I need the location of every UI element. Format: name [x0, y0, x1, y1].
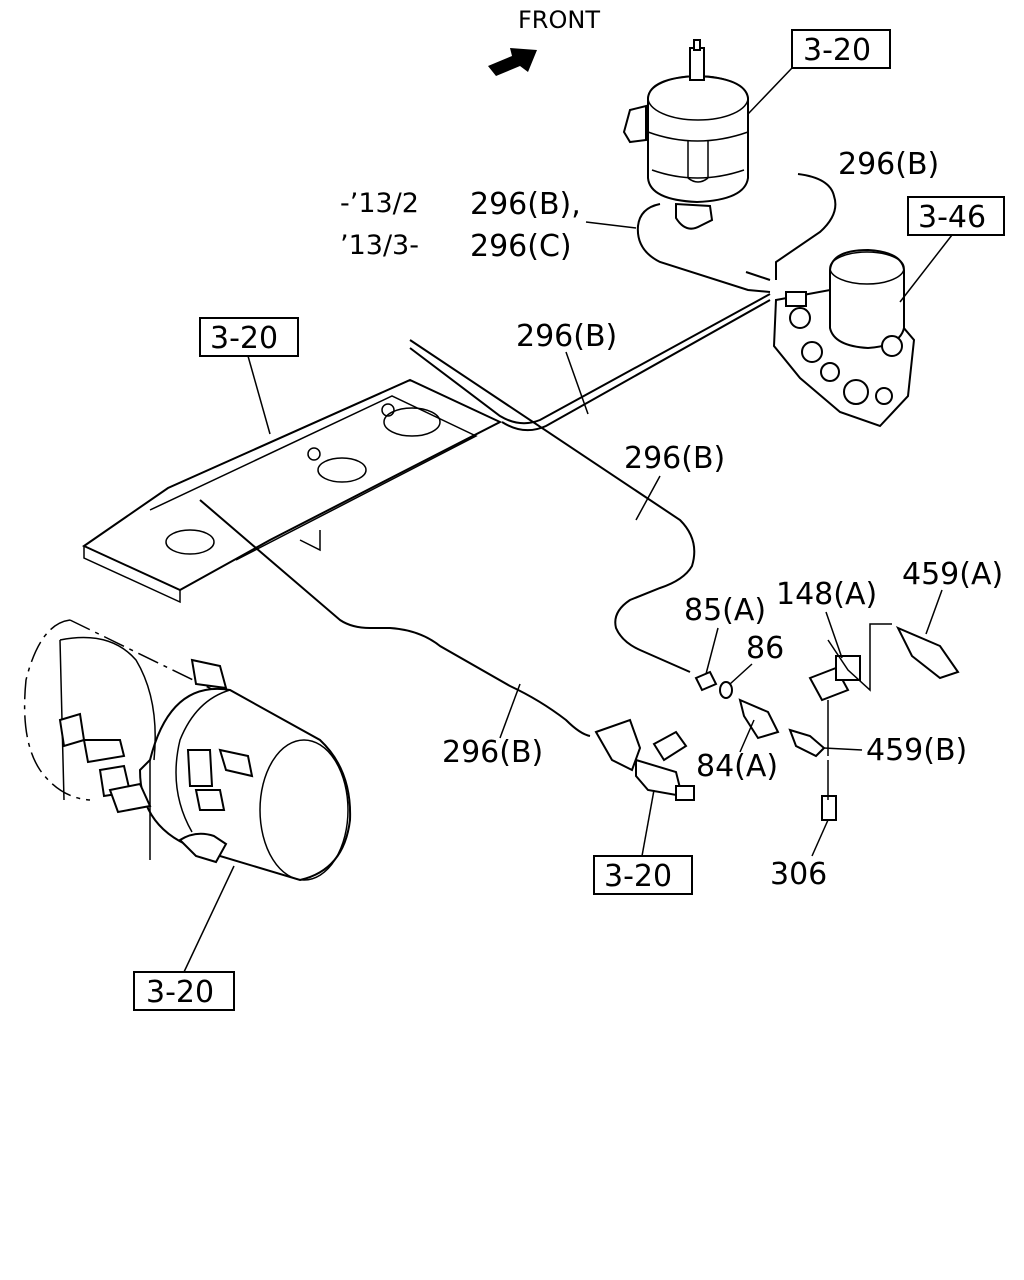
ref-box-air-dryer [907, 196, 1005, 236]
ref-label-reservoir: 3-20 [803, 33, 871, 68]
ref-box-valve [593, 855, 693, 895]
callout-switch-b: 459(B) [866, 733, 967, 768]
air-tank [23, 619, 352, 882]
ref-box-reservoir [791, 29, 891, 69]
callout-pipe-lower: 296(B) [442, 735, 543, 770]
callout-union: 84(A) [696, 749, 778, 784]
relay-valve [594, 718, 695, 801]
callout-pipe-top-right: 296(B) [838, 147, 939, 182]
callout-nut: 85(A) [684, 593, 766, 628]
front-indicator: FRONT [488, 6, 600, 76]
air-dryer [772, 248, 916, 428]
callout-washer: 86 [746, 631, 784, 666]
fittings [694, 626, 960, 821]
date-note: -’13/2 296(B), ’13/3- 296(C) [340, 187, 581, 264]
date-note-line1-part: 296(B), [470, 187, 581, 222]
ref-label-tank: 3-20 [146, 975, 214, 1010]
frame-cross-member [81, 378, 503, 604]
date-note-line1-date: -’13/2 [340, 188, 419, 219]
ref-label-valve: 3-20 [604, 859, 672, 894]
ref-label-air-dryer: 3-46 [918, 200, 986, 235]
ref-box-frame [199, 317, 299, 357]
front-label: FRONT [518, 6, 600, 34]
date-note-line2-part: 296(C) [470, 229, 572, 264]
callout-pipe-upper: 296(B) [516, 319, 617, 354]
ref-box-tank [133, 971, 235, 1011]
callout-connector: 148(A) [776, 577, 877, 612]
date-note-line2-date: ’13/3- [340, 230, 419, 261]
callout-switch-a: 459(A) [902, 557, 1003, 592]
ref-label-frame: 3-20 [210, 321, 278, 356]
air-reservoir-top [622, 39, 749, 230]
callout-pipe-middle: 296(B) [624, 441, 725, 476]
front-arrow-icon [488, 48, 537, 76]
callout-plug: 306 [770, 857, 827, 892]
